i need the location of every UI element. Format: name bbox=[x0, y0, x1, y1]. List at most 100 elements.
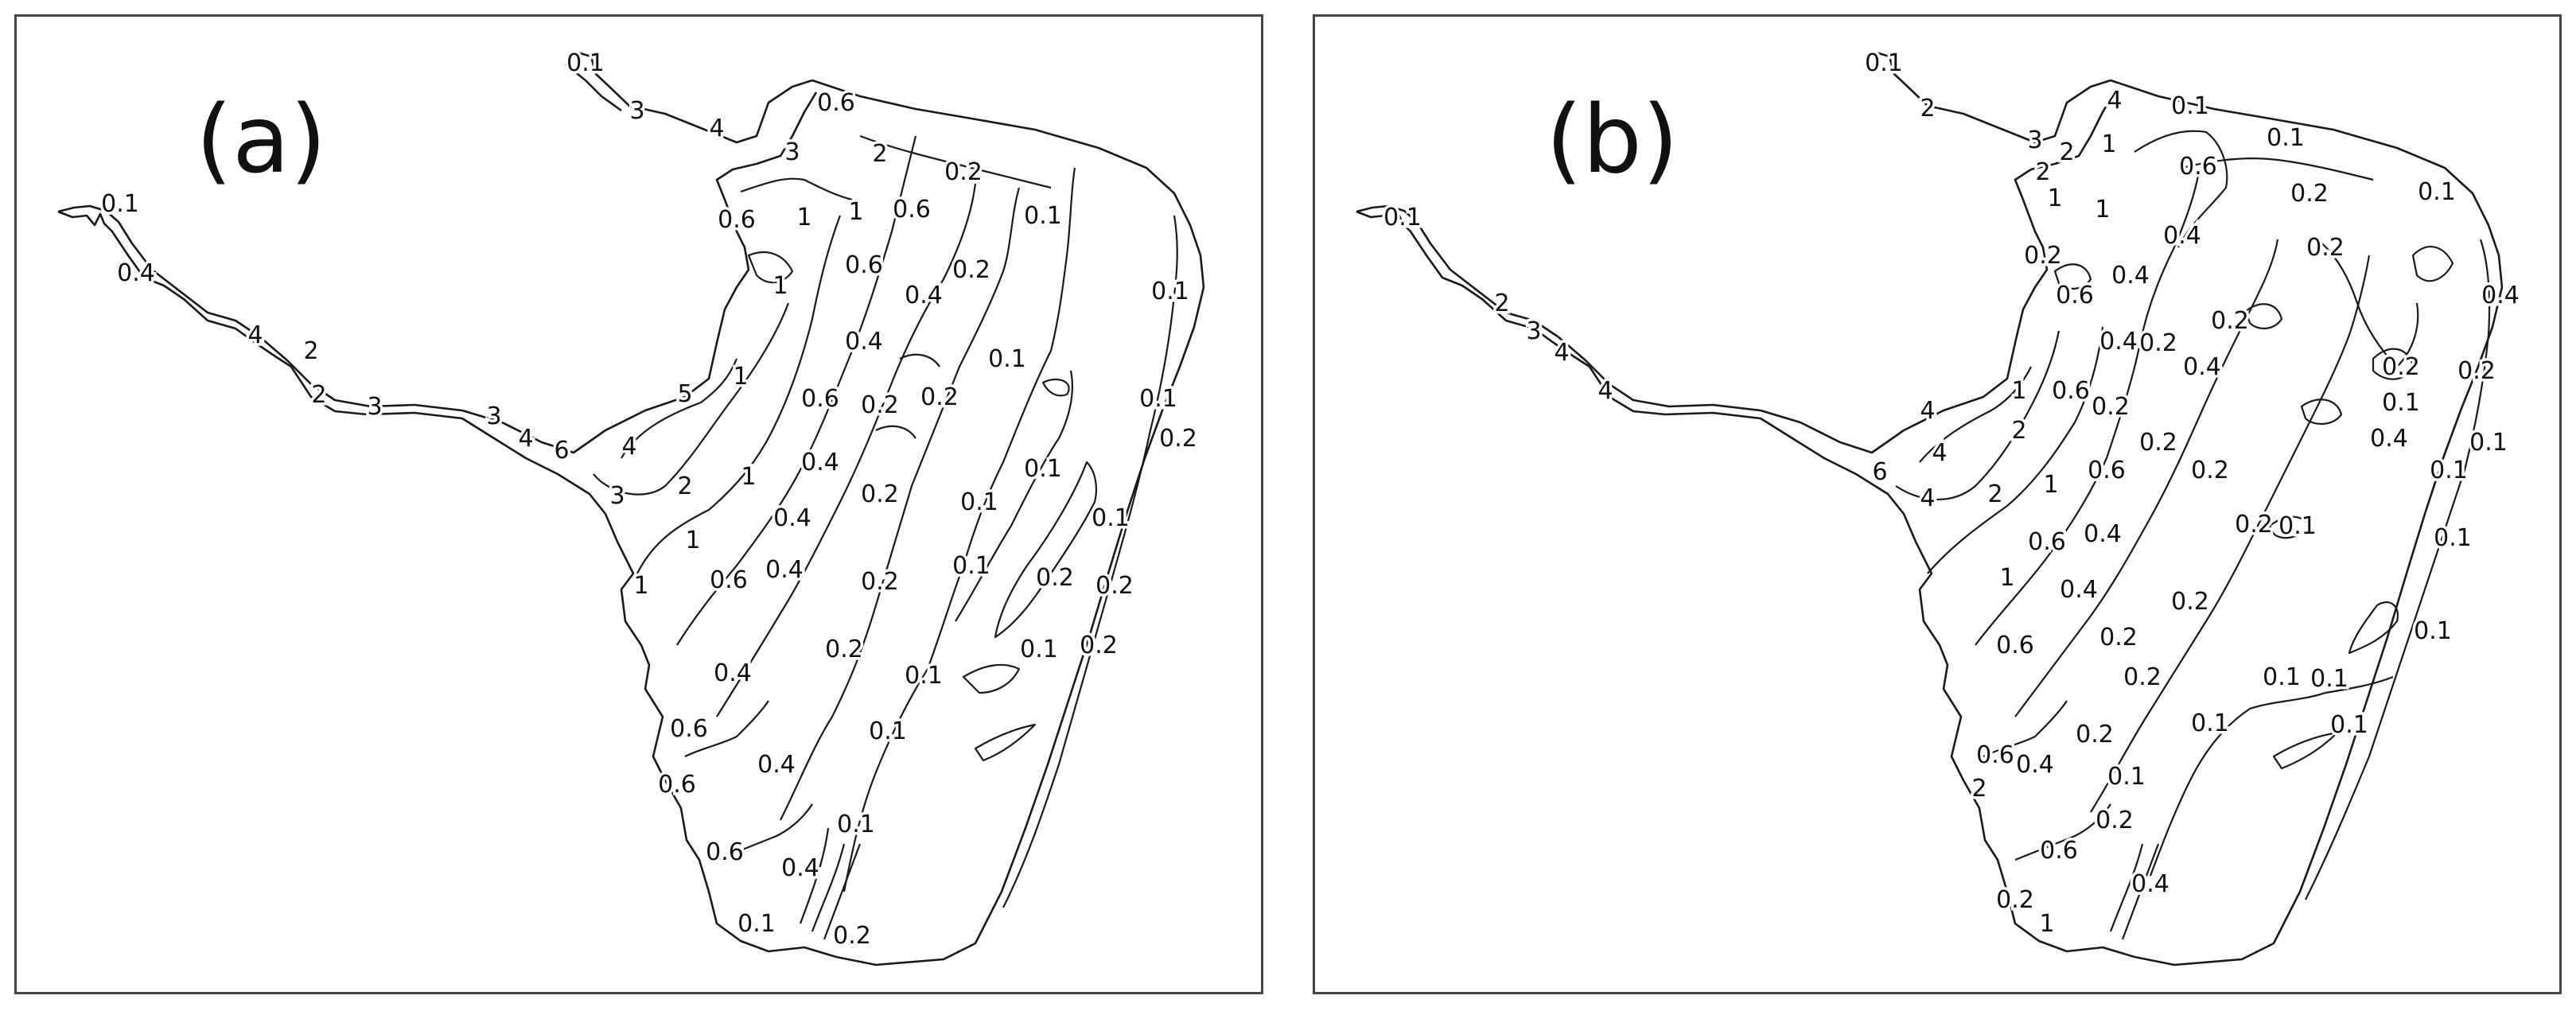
contour-label: 0.1 bbox=[2469, 429, 2508, 457]
contour-label: 2 bbox=[1920, 95, 1935, 122]
coastline bbox=[1356, 51, 2504, 966]
contour-label: 3 bbox=[629, 97, 644, 125]
contour-labels: 0.1 3 4 0.6 3 2 0.2 0.1 0.6 1 1 0.6 0.6 0.2 0.4 1 0.4 0.1… bbox=[99, 47, 1200, 953]
contour-label: 0.1 bbox=[960, 488, 998, 516]
contour-label: 0.1 bbox=[2434, 524, 2472, 552]
contour-label: 0.2 bbox=[1095, 572, 1134, 600]
contour-label: 1 bbox=[2043, 471, 2058, 499]
contour-label: 0.1 bbox=[952, 552, 990, 580]
contour-label: 0.1 bbox=[2310, 665, 2348, 693]
contour-label: 2 bbox=[1494, 290, 1509, 317]
contour-label: 0.4 bbox=[757, 751, 796, 779]
contour-label: 0.6 bbox=[893, 196, 931, 224]
contour-label: 0.4 bbox=[2084, 520, 2122, 548]
contour-label: 0.1 bbox=[1020, 636, 1058, 663]
contour-label: 0.2 bbox=[2024, 242, 2062, 270]
contour-label: 0.4 bbox=[801, 449, 839, 476]
contour-label: 0.2 bbox=[2092, 393, 2130, 421]
coastline bbox=[57, 51, 1205, 966]
contour-label: 0.2 bbox=[2123, 663, 2162, 691]
contour-label: 0.4 bbox=[2099, 328, 2138, 356]
contour-label: 0.4 bbox=[2481, 282, 2520, 309]
contour-label: 3 bbox=[1526, 317, 1541, 345]
contour-label: 0.4 bbox=[2163, 222, 2201, 250]
contour-label: 0.6 bbox=[658, 771, 696, 799]
contour-label: 0.1 bbox=[2430, 457, 2468, 484]
contour-label: 6 bbox=[1872, 458, 1887, 486]
contour-label: 0.4 bbox=[2111, 262, 2150, 290]
contour-label: 1 bbox=[2095, 196, 2110, 224]
contour-label: 0.6 bbox=[2052, 377, 2090, 405]
contour-label: 0.2 bbox=[944, 158, 983, 186]
contour-label: 0.6 bbox=[845, 251, 883, 279]
contour-label: 3 bbox=[609, 482, 625, 510]
contour-label: 0.4 bbox=[2183, 353, 2221, 381]
isolines bbox=[593, 134, 1178, 940]
contour-label: 1 bbox=[685, 527, 700, 554]
contour-label: 0.4 bbox=[905, 282, 943, 309]
contour-label: 0.1 bbox=[2191, 710, 2229, 737]
contour-label: 0.2 bbox=[2382, 353, 2420, 381]
contour-label: 0.2 bbox=[1996, 886, 2034, 914]
contour-label: 0.6 bbox=[801, 385, 839, 413]
contour-label: 0.2 bbox=[2211, 307, 2249, 335]
contour-label: 0.2 bbox=[825, 636, 863, 663]
contour-label: 2 bbox=[303, 337, 318, 365]
contour-label: 2 bbox=[677, 472, 692, 500]
contour-label: 0.1 bbox=[2171, 92, 2209, 120]
contour-label: 0.6 bbox=[2088, 457, 2126, 484]
contour-label: 2 bbox=[1987, 480, 2002, 508]
contour-label: 1 bbox=[2101, 130, 2116, 158]
contour-label: 0.2 bbox=[2306, 234, 2344, 262]
contour-label: 0.2 bbox=[1159, 425, 1197, 453]
contour-label: 0.4 bbox=[845, 328, 883, 356]
contour-label: 0.1 bbox=[2382, 389, 2420, 417]
contour-label: 0.6 bbox=[2040, 837, 2078, 865]
contour-label: 0.6 bbox=[1996, 632, 2034, 659]
contour-label: 0.2 bbox=[1080, 632, 1118, 659]
contour-label: 0.1 bbox=[1091, 504, 1130, 532]
contour-label: 0.1 bbox=[2418, 178, 2456, 206]
contour-label: 1 bbox=[2047, 185, 2062, 212]
contour-label: 0.2 bbox=[2191, 457, 2229, 484]
contour-label: 4 bbox=[1597, 377, 1613, 405]
contour-label: 0.2 bbox=[2235, 511, 2273, 539]
contour-label: 4 bbox=[1932, 439, 1947, 467]
contour-label: 0.1 bbox=[2263, 663, 2301, 691]
contour-label: 0.6 bbox=[706, 838, 744, 866]
contour-label: 0.1 bbox=[566, 49, 605, 77]
contour-label: 0.4 bbox=[2016, 751, 2054, 779]
contour-label: 0.2 bbox=[833, 922, 871, 950]
contour-label: 0.2 bbox=[1036, 564, 1074, 592]
contour-label: 1 bbox=[796, 204, 811, 231]
contour-label: 2 bbox=[2059, 138, 2074, 166]
contour-label: 1 bbox=[848, 198, 863, 226]
contour-label: 1 bbox=[2039, 910, 2054, 938]
contour-label: 3 bbox=[367, 393, 382, 421]
contour-label: 0.1 bbox=[1865, 49, 1903, 77]
contour-label: 0.1 bbox=[2414, 617, 2452, 645]
contour-label: 0.2 bbox=[2099, 624, 2138, 651]
contour-label: 0.1 bbox=[1024, 455, 1062, 483]
contour-label: 0.2 bbox=[861, 391, 899, 419]
coastline-inner bbox=[57, 91, 818, 454]
contour-label: 0.2 bbox=[861, 480, 899, 508]
contour-label: 1 bbox=[733, 363, 748, 391]
contour-label: 1 bbox=[633, 572, 648, 600]
contour-label: 2 bbox=[1971, 775, 1986, 803]
contour-label: 0.1 bbox=[1151, 278, 1189, 305]
contour-label: 0.2 bbox=[861, 568, 899, 596]
contour-label: 0.1 bbox=[869, 717, 907, 745]
contour-label: 4 bbox=[518, 425, 533, 453]
contour-label: 1 bbox=[741, 463, 756, 491]
contour-label: 0.4 bbox=[2060, 576, 2098, 604]
contour-label: 0.2 bbox=[2139, 329, 2177, 357]
contour-label: 0.6 bbox=[2056, 282, 2094, 309]
contour-label: 0.6 bbox=[670, 715, 708, 743]
contour-label: 0.2 bbox=[2290, 180, 2329, 208]
contour-label: 0.4 bbox=[2370, 425, 2408, 453]
contour-label: 5 bbox=[677, 380, 692, 408]
